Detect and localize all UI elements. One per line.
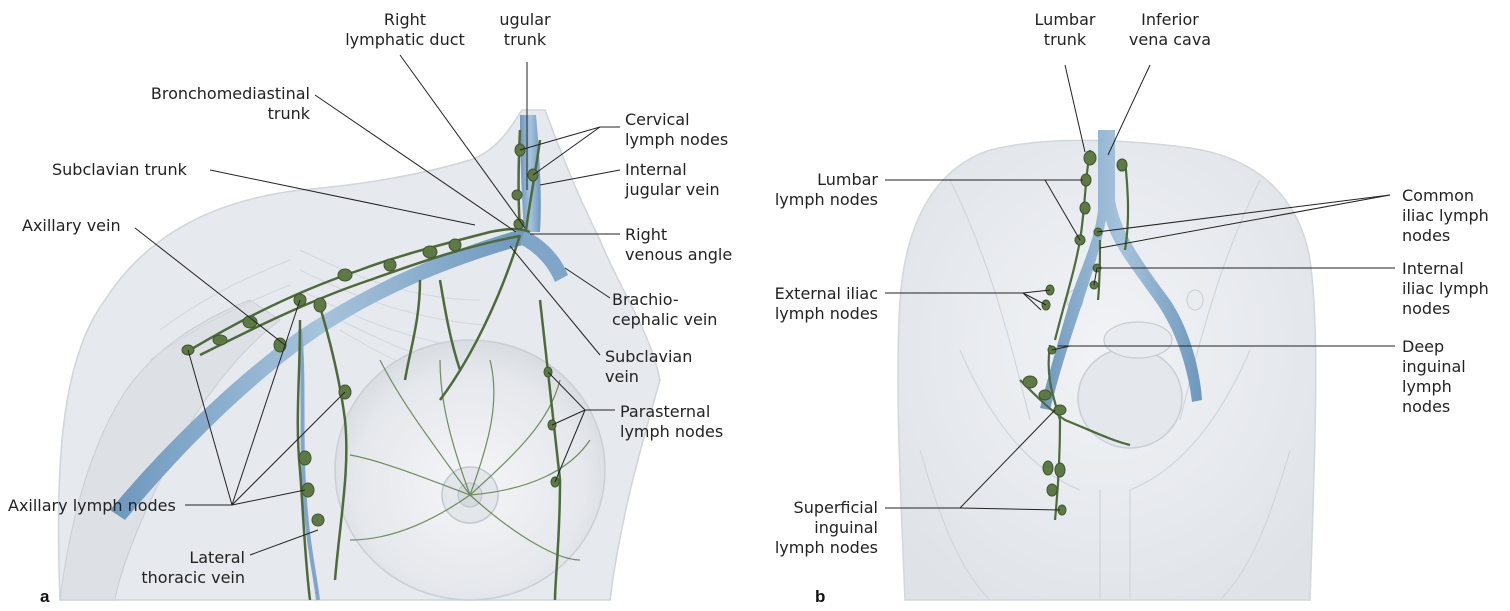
label-lumbar-lymph-nodes: Lumbar lymph nodes [760,170,878,210]
label-brachiocephalic-vein: Brachio- cephalic vein [612,290,717,330]
label-lumbar-trunk: Lumbar trunk [1025,10,1105,50]
label-parasternal-lymph-nodes: Parasternal lymph nodes [620,402,723,442]
label-external-iliac-lymph-nodes: External iliac lymph nodes [740,284,878,324]
label-lateral-thoracic-vein: Lateral thoracic vein [130,548,245,588]
label-deep-inguinal-lymph-nodes: Deep inguinal lymph nodes [1402,337,1466,417]
label-internal-jugular-vein: Internal jugular vein [625,160,720,200]
label-subclavian-trunk: Subclavian trunk [52,160,187,180]
label-bronchomediastinal-trunk: Bronchomediastinal trunk [135,84,310,124]
label-axillary-lymph-nodes: Axillary lymph nodes [8,496,176,516]
panel-b-illustration [898,130,1316,600]
panel-a-illustration [58,110,660,600]
label-jugular-trunk: ugular trunk [495,10,555,50]
label-cervical-lymph-nodes: Cervical lymph nodes [625,110,728,150]
label-right-venous-angle: Right venous angle [625,225,732,265]
label-subclavian-vein: Subclavian vein [605,347,692,387]
label-superficial-inguinal-lymph-nodes: Superficial inguinal lymph nodes [760,498,878,558]
label-right-lymphatic-duct: Right lymphatic duct [340,10,470,50]
label-internal-iliac-lymph-nodes: Internal iliac lymph nodes [1402,259,1489,319]
uterus [1104,322,1172,358]
label-inferior-vena-cava: Inferior vena cava [1120,10,1220,50]
label-axillary-vein: Axillary vein [22,216,121,236]
panel-letter-a: a [40,587,49,607]
label-common-iliac-lymph-nodes: Common iliac lymph nodes [1402,186,1489,246]
panel-letter-b: b [815,587,825,607]
